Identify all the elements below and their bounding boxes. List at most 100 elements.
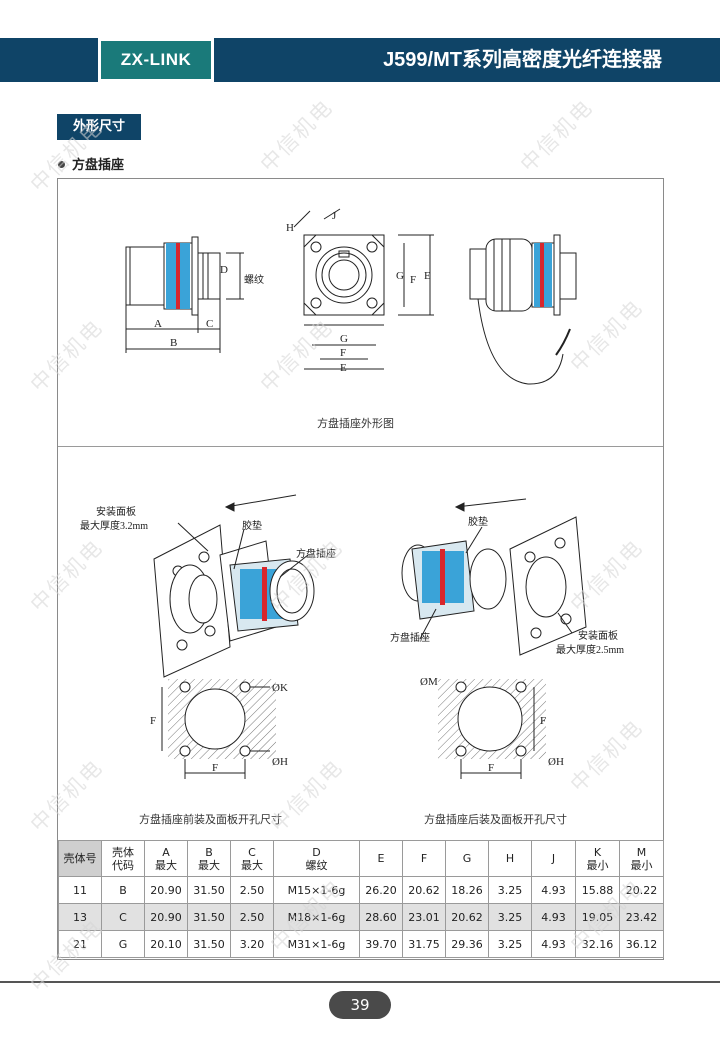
table-cell: 19.05 bbox=[575, 903, 620, 931]
subsection-title: 方盘插座 bbox=[58, 154, 124, 173]
caption-outline: 方盘插座外形图 bbox=[317, 417, 394, 430]
table-cell: 2.50 bbox=[230, 876, 274, 904]
table-header-text: 最小 bbox=[630, 858, 653, 872]
dim-label-f-side: F bbox=[410, 274, 416, 286]
table-header-text: F bbox=[420, 852, 428, 865]
table-header-text: 螺纹 bbox=[305, 858, 328, 872]
technical-drawings: A C B D 螺纹 G F E H J G F E 安装面板 最大厚度3.2m… bbox=[80, 208, 624, 779]
dim-label-f-rear-cut: F bbox=[540, 715, 546, 727]
table-cell: G bbox=[101, 930, 145, 958]
dim-label-h: H bbox=[286, 222, 294, 234]
table-cell: 31.50 bbox=[187, 903, 231, 931]
table-header-cell: E bbox=[359, 840, 403, 877]
table-cell: 3.25 bbox=[488, 903, 532, 931]
table-cell: 11 bbox=[58, 876, 102, 904]
dim-label-phih-front: ØH bbox=[272, 756, 288, 768]
table-header-text: 最大 bbox=[198, 858, 220, 872]
dim-label-e: E bbox=[340, 362, 347, 374]
table-cell: 20.22 bbox=[619, 876, 664, 904]
side-view-drawing bbox=[125, 236, 244, 353]
table-cell: 26.20 bbox=[359, 876, 403, 904]
front-mount-illustration bbox=[153, 494, 315, 678]
front-view-drawing bbox=[293, 208, 434, 370]
table-cell: 20.62 bbox=[402, 876, 446, 904]
table-cell: 4.93 bbox=[531, 876, 576, 904]
table-cell: M18×1-6g bbox=[273, 903, 360, 931]
table-cell: 4.93 bbox=[531, 930, 576, 958]
table-header-cell: H bbox=[488, 840, 532, 877]
table-cell: M15×1-6g bbox=[273, 876, 360, 904]
dim-label-e-side: E bbox=[424, 270, 431, 282]
table-cell: 3.25 bbox=[488, 876, 532, 904]
table-header-text: 最大 bbox=[155, 858, 177, 872]
label-square-socket-rear: 方盘插座 bbox=[390, 631, 430, 644]
table-header-text: 最大 bbox=[241, 858, 263, 872]
dim-label-j: J bbox=[332, 210, 337, 222]
table-cell: 36.12 bbox=[619, 930, 664, 958]
table-header-cell: G bbox=[445, 840, 489, 877]
table-header-text: E bbox=[377, 852, 385, 865]
table-header-text: J bbox=[551, 852, 556, 865]
watermark-text: 中信机电 bbox=[515, 94, 598, 177]
table-cell: 31.75 bbox=[402, 930, 446, 958]
table-header-text: H bbox=[505, 852, 515, 865]
label-panel-rear-thickness: 最大厚度2.5mm bbox=[556, 643, 624, 656]
table-cell: C bbox=[101, 903, 145, 931]
panel-cutout-front bbox=[161, 679, 276, 779]
dim-label-b: B bbox=[170, 337, 177, 349]
table-cell: 39.70 bbox=[359, 930, 403, 958]
table-header-text: M bbox=[636, 845, 647, 859]
table-cell: 32.16 bbox=[575, 930, 620, 958]
table-header-cell: J bbox=[531, 840, 576, 877]
table-header-text: B bbox=[205, 845, 213, 859]
watermark-text: 中信机电 bbox=[255, 94, 338, 177]
table-cell: B bbox=[101, 876, 145, 904]
dim-label-phih-rear: ØH bbox=[548, 756, 564, 768]
caption-front-mount: 方盘插座前装及面板开孔尺寸 bbox=[139, 813, 282, 826]
caption-rear-mount: 方盘插座后装及面板开孔尺寸 bbox=[424, 813, 567, 826]
label-panel-front: 安装面板 bbox=[96, 505, 136, 518]
table-header-cell: 壳体号 bbox=[58, 840, 102, 877]
right-view-drawing bbox=[469, 234, 577, 385]
dim-label-f-front-cut: F bbox=[150, 715, 156, 727]
label-gasket-rear: 胶垫 bbox=[468, 515, 488, 528]
page-number: 39 bbox=[329, 991, 391, 1019]
dim-label-thread: 螺纹 bbox=[244, 273, 264, 286]
table-cell: 23.01 bbox=[402, 903, 446, 931]
dim-label-f: F bbox=[340, 347, 346, 359]
label-square-socket-front: 方盘插座 bbox=[296, 547, 336, 560]
subsection-title-text: 方盘插座 bbox=[72, 158, 125, 173]
dim-label-phik: ØK bbox=[272, 682, 288, 694]
table-header-text: 最小 bbox=[586, 858, 609, 872]
label-gasket-front: 胶垫 bbox=[242, 519, 262, 532]
table-cell: 29.36 bbox=[445, 930, 489, 958]
table-header-text: C bbox=[248, 845, 256, 859]
table-cell: 23.42 bbox=[619, 903, 664, 931]
table-header-text: K bbox=[593, 845, 602, 859]
table-header-text: 壳体号 bbox=[63, 852, 97, 865]
dim-label-f-rear-cut-bottom: F bbox=[488, 762, 494, 774]
table-cell: 3.20 bbox=[230, 930, 274, 958]
table-cell: 20.10 bbox=[144, 930, 188, 958]
page-title: J599/MT系列高密度光纤连接器 bbox=[383, 49, 662, 71]
table-cell: 18.26 bbox=[445, 876, 489, 904]
dim-label-a: A bbox=[154, 318, 162, 330]
label-panel-rear: 安装面板 bbox=[578, 629, 618, 642]
table-header-cell: F bbox=[402, 840, 446, 877]
table-cell: 21 bbox=[58, 930, 102, 958]
table-header-cell: 壳体代码 bbox=[101, 840, 145, 877]
drawing-frame bbox=[57, 178, 664, 960]
label-panel-front-thickness: 最大厚度3.2mm bbox=[80, 519, 148, 532]
frame-divider bbox=[58, 446, 663, 447]
dim-label-g: G bbox=[340, 333, 348, 345]
dim-label-f-front-cut-bottom: F bbox=[212, 762, 218, 774]
footer-line bbox=[0, 981, 720, 983]
